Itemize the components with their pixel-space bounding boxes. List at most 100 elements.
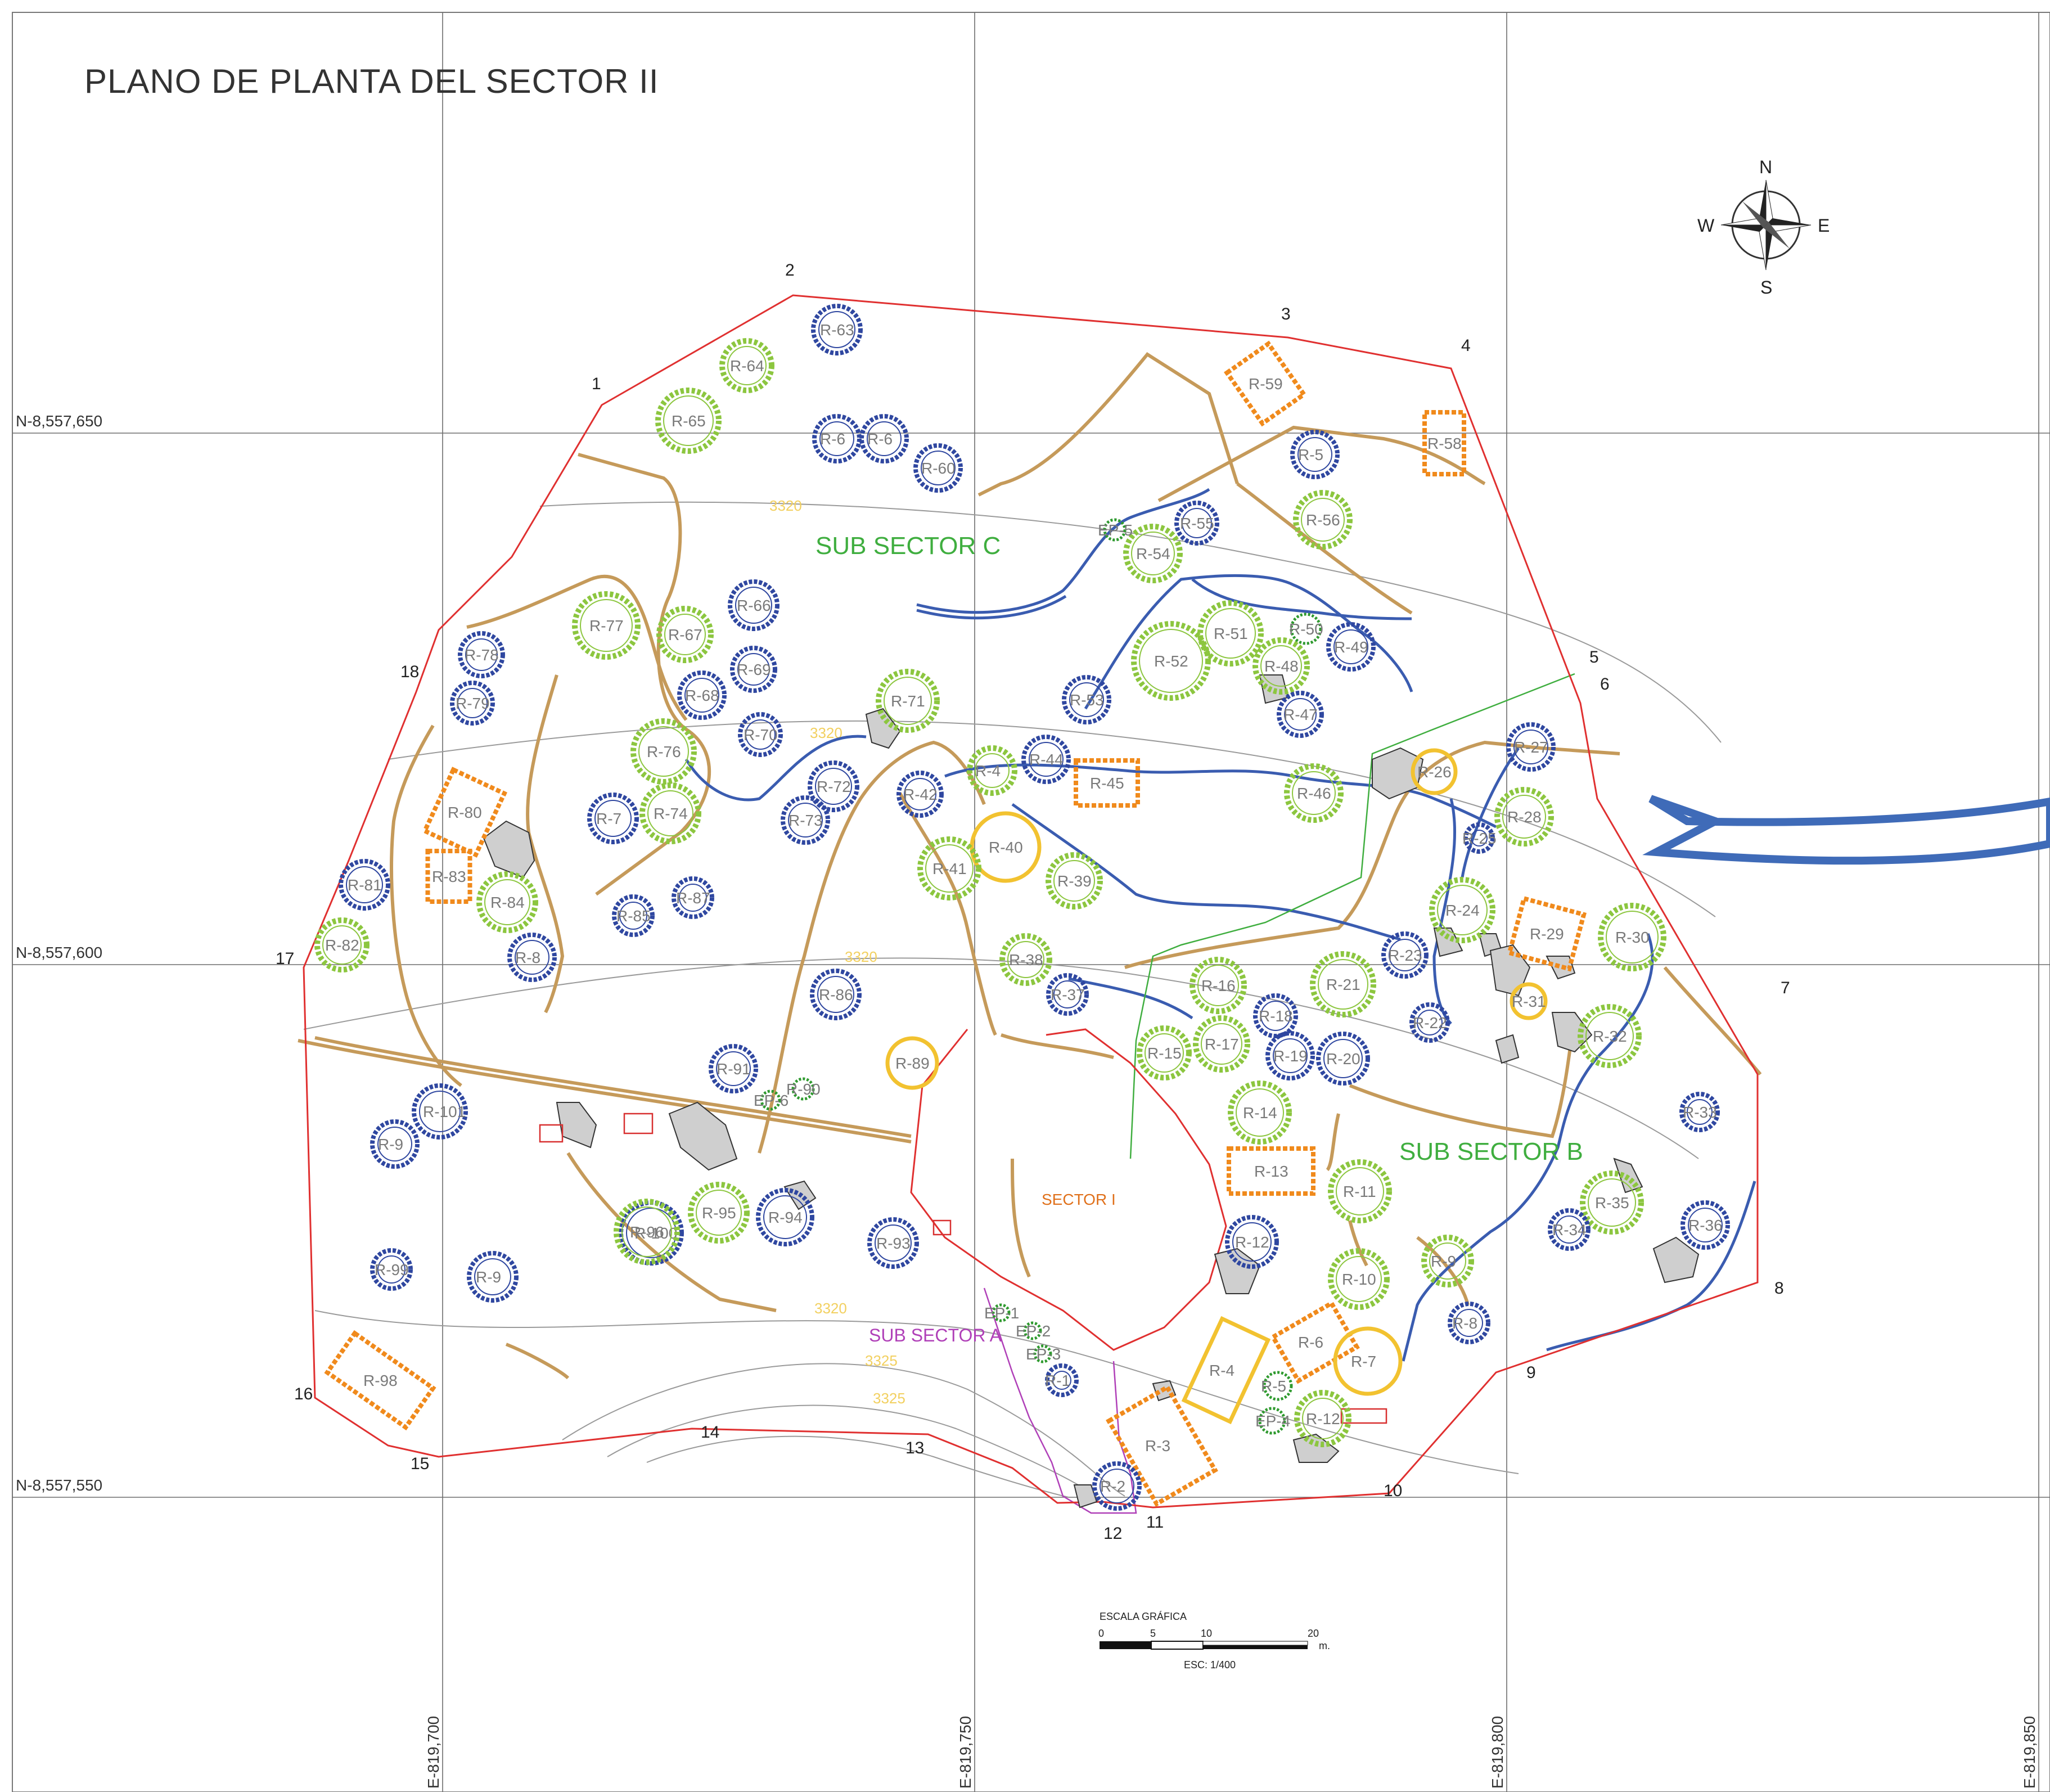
recinto: R-13 <box>1227 1146 1315 1196</box>
contour-label: 3320 <box>845 948 877 965</box>
recinto-inner-ring <box>484 879 530 925</box>
recinto-outline <box>1174 501 1219 546</box>
recinto-label: R-69 <box>737 661 771 678</box>
recinto-outline <box>425 849 472 904</box>
recinto-outline <box>370 1119 420 1169</box>
recinto-inner-ring <box>1333 629 1368 664</box>
recinto-label: R-13 <box>1254 1163 1288 1180</box>
recinto: R-26 <box>1411 748 1458 795</box>
recinto: R-79 <box>450 681 495 726</box>
recinto-inner-ring <box>1052 1371 1071 1390</box>
recinto-inner-ring <box>975 753 1010 788</box>
recinto: R-9 <box>370 1119 420 1169</box>
recinto-label: R-8 <box>1452 1314 1477 1332</box>
recinto: R-46 <box>1284 763 1344 823</box>
recinto-label: R-27 <box>1514 739 1548 756</box>
recinto-outline <box>1045 1363 1079 1397</box>
recinto-outline <box>1448 1302 1490 1344</box>
recinto-label: R-2 <box>1100 1478 1125 1495</box>
recinto-outline <box>1381 931 1429 979</box>
recinto-label: R-82 <box>325 936 359 954</box>
recinto-outline <box>1293 490 1353 550</box>
recinto-label: R-39 <box>1057 872 1092 890</box>
recinto-outline <box>781 795 830 845</box>
recinto: EP-3 <box>1026 1344 1061 1363</box>
recinto-outline <box>476 871 538 933</box>
recinto-inner-ring <box>465 638 498 671</box>
recinto: R-6 <box>812 414 862 463</box>
recinto-outline <box>885 1036 939 1090</box>
recinto-label: R-7 <box>596 810 621 827</box>
recinto-outline <box>677 670 727 720</box>
recinto-inner-ring <box>621 1206 672 1257</box>
recinto-label: R-8 <box>515 949 540 966</box>
recinto-inner-ring <box>1260 1001 1291 1031</box>
recinto-label: R-16 <box>1201 977 1236 994</box>
recinto: R-37 <box>1046 973 1089 1016</box>
recinto-inner-ring <box>1297 437 1332 472</box>
recinto-inner-ring <box>664 614 706 655</box>
recinto: R-55 <box>1174 501 1219 546</box>
recinto-label: R-17 <box>1205 1035 1239 1053</box>
recinto-label: R-4 <box>1209 1362 1234 1379</box>
recinto-label: R-81 <box>348 876 382 894</box>
recinto: R-93 <box>867 1217 919 1269</box>
recinto-label: R-89 <box>895 1055 930 1072</box>
recinto-label: R-83 <box>432 868 466 885</box>
recinto-inner-ring <box>1687 1099 1713 1125</box>
contour-lines <box>303 501 1722 1498</box>
recinto-inner-ring <box>1205 608 1256 659</box>
recinto-label: R-67 <box>668 626 702 643</box>
recinto: R-49 <box>1326 622 1376 672</box>
recinto: R-98 <box>324 1330 436 1431</box>
recinto-inner-ring <box>818 311 855 348</box>
recinto: R-5 <box>1261 1371 1293 1401</box>
recinto: R-11 <box>1328 1159 1392 1223</box>
recinto-label: R-36 <box>1688 1217 1723 1234</box>
recinto-inner-ring <box>1197 965 1239 1006</box>
subsector-a-label: SUB SECTOR A <box>869 1325 1002 1345</box>
vertex-label: 6 <box>1600 675 1610 694</box>
recinto: R-52 <box>1131 621 1211 701</box>
recinto-inner-ring <box>696 1190 742 1236</box>
recinto: R-83 <box>425 849 472 904</box>
vertex-label: 11 <box>1146 1513 1164 1532</box>
recinto-label: R-33 <box>1683 1104 1717 1121</box>
recinto-outline <box>614 1199 680 1265</box>
recinto-inner-ring <box>1429 1242 1466 1280</box>
recinto: R-4 <box>967 745 1017 796</box>
recinto-inner-ring <box>377 1255 406 1284</box>
vertex-label: 12 <box>1103 1524 1122 1543</box>
recinto-label: R-45 <box>1090 775 1124 792</box>
recinto-outline <box>656 606 714 663</box>
recinto-outline <box>1422 410 1466 476</box>
vertex-label: 2 <box>785 261 795 280</box>
recinto-inner-ring <box>1513 730 1548 764</box>
scale-tick-label: 20 <box>1308 1628 1319 1639</box>
recinto-inner-ring <box>1606 911 1659 963</box>
recinto: R-73 <box>781 795 830 845</box>
recinto-outline <box>917 836 981 900</box>
north-label: N-8,557,600 <box>16 944 102 961</box>
vertex-label: 8 <box>1774 1279 1784 1298</box>
recinto-outline <box>760 1089 781 1111</box>
recinto-outline <box>1263 1371 1293 1401</box>
recinto: R-81 <box>339 859 390 911</box>
recinto-outline <box>370 1248 413 1291</box>
vertex-label: 17 <box>276 949 294 968</box>
recinto-label: R-37 <box>1051 986 1085 1003</box>
recinto: R-50 <box>1289 613 1323 645</box>
recinto-outline <box>1463 822 1495 854</box>
recinto: R-74 <box>639 782 701 844</box>
recinto-outline <box>1328 1248 1390 1310</box>
recinto: R-60 <box>913 443 963 493</box>
recinto: R-27 <box>1506 722 1556 772</box>
grid-labels: N-8,557,650 N-8,557,600 N-8,557,550 E-81… <box>16 412 2038 1789</box>
recinto-label: R-87 <box>676 889 710 907</box>
recinto: R-16 <box>1190 957 1247 1014</box>
recinto-outline <box>738 712 783 757</box>
vertex-label: 10 <box>1384 1482 1402 1500</box>
recinto-outline <box>630 718 697 785</box>
recinto-inner-ring <box>1284 698 1317 731</box>
east-label: E-819,700 <box>425 1716 442 1789</box>
